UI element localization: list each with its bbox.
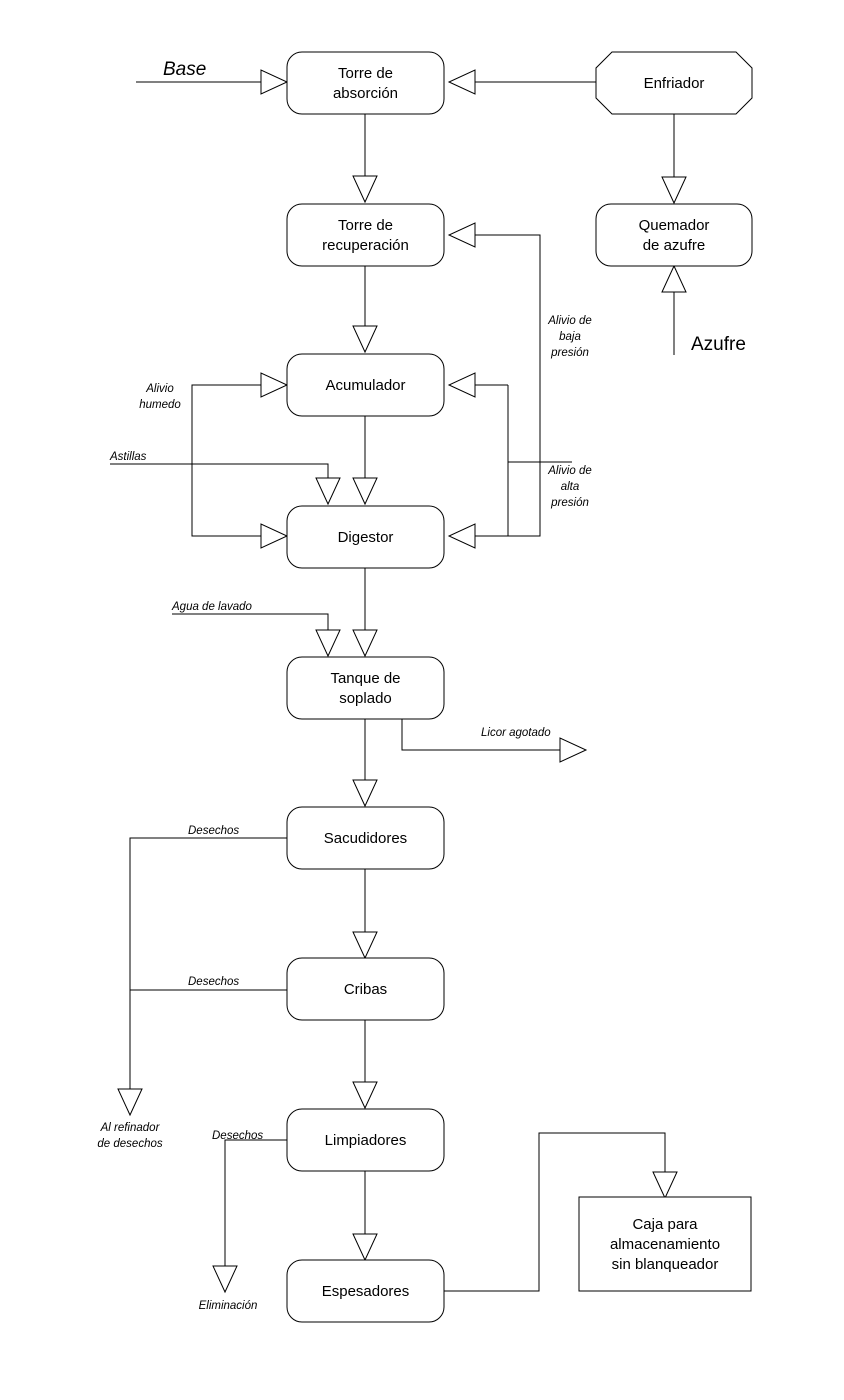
node-torre-recuperacion: Torre de recuperación: [286, 203, 445, 267]
node-sacudidores-label: Sacudidores: [324, 830, 407, 847]
node-cribas: Cribas: [286, 957, 445, 1021]
label-desechos-cribas: Desechos: [188, 976, 239, 988]
node-torre-recuperacion-label: recuperación: [322, 237, 409, 254]
arrowhead-down: [352, 325, 378, 354]
arrowhead-down: [352, 175, 378, 204]
node-tanque-label: soplado: [339, 690, 392, 707]
label-refinador: de desechos: [97, 1138, 162, 1150]
arrowhead-right: [260, 372, 289, 398]
node-acumulador: Acumulador: [286, 353, 445, 417]
node-limpiadores: Limpiadores: [286, 1108, 445, 1172]
label-alivio-humedo: Alivio: [145, 383, 174, 395]
label-alivio-baja: baja: [559, 331, 581, 343]
arrowhead-left: [447, 222, 476, 248]
node-caja-label: almacenamiento: [610, 1236, 720, 1253]
label-eliminacion: Eliminación: [199, 1300, 258, 1312]
arrowhead-down: [652, 1171, 678, 1200]
node-limpiadores-box: [286, 1108, 445, 1172]
node-quemador-label: Quemador: [639, 217, 710, 234]
node-caja-label: Caja para: [632, 1216, 698, 1233]
label-refinador: Al refinador: [100, 1122, 161, 1134]
node-espesadores-label: Espesadores: [322, 1283, 410, 1300]
connector-line: [224, 1139, 287, 1266]
connector-line: [444, 1132, 666, 1292]
label-alivio-alta: alta: [561, 481, 580, 493]
node-enfriador: Enfriador: [595, 51, 753, 115]
connector-line: [191, 384, 262, 537]
arrowhead-down: [212, 1265, 238, 1294]
arrowhead-down: [352, 779, 378, 808]
label-agua-lavado: Agua de lavado: [171, 601, 253, 613]
node-limpiadores-label: Limpiadores: [325, 1132, 407, 1149]
node-enfriador-box: [595, 51, 753, 115]
arrowhead-down: [315, 477, 341, 506]
arrowhead-up: [661, 264, 687, 293]
node-digestor-label: Digestor: [338, 529, 394, 546]
node-cribas-box: [286, 957, 445, 1021]
node-caja-box: [578, 1196, 752, 1292]
node-torre-absorcion-box: [286, 51, 445, 115]
arrowhead-down: [117, 1088, 143, 1117]
arrowhead-down: [352, 629, 378, 658]
node-espesadores-box: [286, 1259, 445, 1323]
node-torre-recuperacion-box: [286, 203, 445, 267]
arrowhead-down: [315, 629, 341, 658]
node-tanque: Tanque de soplado: [286, 656, 445, 720]
node-torre-absorcion-label: absorción: [333, 85, 398, 102]
node-caja: Caja para almacenamiento sin blanqueador: [578, 1196, 752, 1292]
arrowhead-right: [260, 69, 289, 95]
node-quemador-label: de azufre: [643, 237, 706, 254]
arrowhead-right: [260, 523, 289, 549]
arrowhead-down: [352, 931, 378, 960]
arrowhead-left: [447, 69, 476, 95]
arrowhead-left: [447, 523, 476, 549]
label-alivio-baja: Alivio de: [547, 315, 591, 327]
node-espesadores: Espesadores: [286, 1259, 445, 1323]
node-digestor: Digestor: [286, 505, 445, 569]
node-caja-label: sin blanqueador: [612, 1256, 719, 1273]
node-torre-recuperacion-label: Torre de: [338, 217, 393, 234]
connector-line: [401, 719, 560, 751]
node-digestor-box: [286, 505, 445, 569]
node-quemador: Quemador de azufre: [595, 203, 753, 267]
label-licor-agotado: Licor agotado: [481, 727, 551, 739]
label-desechos-limpiadores: Desechos: [212, 1130, 263, 1142]
node-tanque-box: [286, 656, 445, 720]
label-alivio-alta: presión: [550, 497, 589, 509]
node-enfriador-label: Enfriador: [644, 75, 705, 92]
label-base: Base: [163, 59, 206, 80]
label-desechos-sacudidores: Desechos: [188, 825, 239, 837]
label-alivio-humedo: humedo: [139, 399, 181, 411]
label-astillas: Astillas: [109, 451, 147, 463]
node-acumulador-box: [286, 353, 445, 417]
label-alivio-baja: presión: [550, 347, 589, 359]
node-acumulador-label: Acumulador: [325, 377, 405, 394]
node-tanque-label: Tanque de: [330, 670, 400, 687]
arrowhead-down: [661, 176, 687, 205]
node-sacudidores-box: [286, 806, 445, 870]
label-alivio-alta: Alivio de: [547, 465, 591, 477]
node-torre-absorcion: Torre de absorción: [286, 51, 445, 115]
arrowhead-right: [559, 737, 588, 763]
arrowhead-down: [352, 477, 378, 506]
arrowhead-left: [447, 372, 476, 398]
connector-line: [172, 613, 329, 630]
connector-line: [110, 463, 329, 478]
node-quemador-box: [595, 203, 753, 267]
arrowhead-down: [352, 1081, 378, 1110]
connector-line: [129, 837, 287, 1089]
label-azufre: Azufre: [691, 334, 746, 355]
node-torre-absorcion-label: Torre de: [338, 65, 393, 82]
node-sacudidores: Sacudidores: [286, 806, 445, 870]
node-cribas-label: Cribas: [344, 981, 387, 998]
arrowhead-down: [352, 1233, 378, 1262]
